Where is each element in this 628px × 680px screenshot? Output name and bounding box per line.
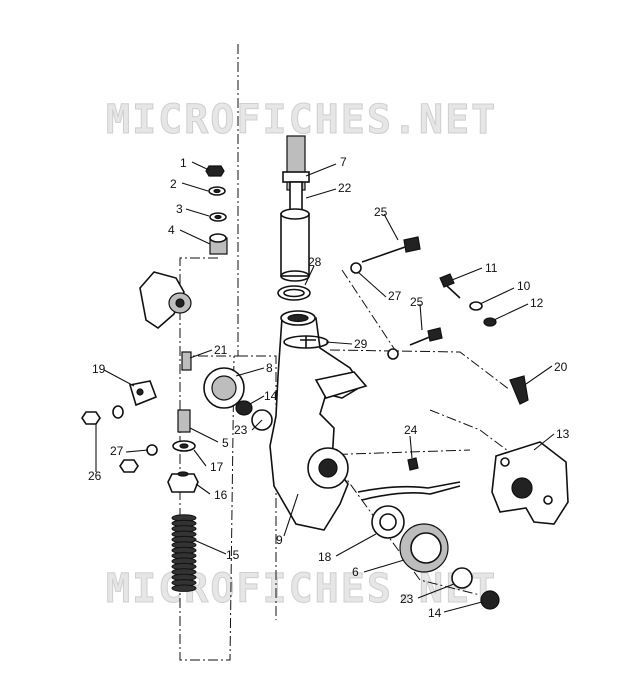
mount-bracket — [139, 271, 192, 330]
o-ring-23-lower — [451, 567, 473, 589]
key-20 — [509, 375, 529, 405]
callout-14-upper: 14 — [264, 389, 278, 403]
callout-15: 15 — [226, 548, 240, 562]
bushing-4 — [209, 233, 228, 255]
callout-13: 13 — [556, 427, 570, 441]
callout-12: 12 — [530, 296, 544, 310]
bolt-25-lower — [409, 327, 443, 346]
nut-26 — [81, 405, 124, 425]
nut-16 — [167, 471, 199, 493]
bolt-24 — [407, 457, 419, 471]
callout-25-top: 25 — [374, 205, 388, 219]
callout-27-right: 27 — [388, 289, 402, 303]
leader-lines — [95, 161, 555, 613]
washer-3 — [209, 212, 227, 222]
pin-21 — [181, 351, 192, 371]
bearing-race-6 — [399, 523, 449, 573]
nut-lower-26 — [119, 459, 139, 473]
bearing-18 — [371, 505, 405, 539]
nut-1 — [205, 165, 225, 177]
alignment-lines — [179, 44, 521, 661]
bolt-11 — [439, 273, 461, 299]
sleeve-5 — [177, 409, 191, 433]
callout-29: 29 — [354, 337, 368, 351]
callout-25-lower: 25 — [410, 295, 424, 309]
callout-19: 19 — [92, 362, 106, 376]
washer-14-upper — [235, 400, 253, 416]
steering-shaft-7 — [282, 135, 310, 211]
tube-22 — [280, 208, 310, 282]
oil-seal-8 — [203, 367, 245, 409]
callout-17: 17 — [210, 460, 224, 474]
callout-labels: 1 2 3 4 7 22 25 28 27 11 10 12 25 21 29 … — [88, 155, 570, 620]
watermark-top: MICROFICHES.NET — [106, 97, 497, 143]
watermark-bottom: MICROFICHES.NET — [106, 566, 497, 612]
seal-28 — [277, 285, 311, 301]
callout-6: 6 — [352, 565, 359, 579]
spring-15 — [171, 514, 197, 592]
callout-23-lower: 23 — [400, 592, 414, 606]
sensor-lead — [357, 481, 461, 501]
washer-27-left — [146, 444, 158, 456]
callout-14-lower: 14 — [428, 606, 442, 620]
callout-9: 9 — [276, 533, 283, 547]
callout-20: 20 — [554, 360, 568, 374]
callout-22: 22 — [338, 181, 352, 195]
callout-2: 2 — [170, 177, 177, 191]
callout-11: 11 — [485, 261, 498, 275]
callout-5: 5 — [222, 436, 229, 450]
washer-27 — [350, 262, 399, 360]
callout-26: 26 — [88, 469, 102, 483]
callout-27-left: 27 — [110, 444, 124, 458]
callout-3: 3 — [176, 202, 183, 216]
bolt-25-top — [361, 236, 421, 263]
callout-16: 16 — [214, 488, 228, 502]
callout-10: 10 — [517, 279, 531, 293]
callout-21: 21 — [214, 343, 228, 357]
callout-23-upper: 23 — [234, 423, 248, 437]
washers-10-12 — [469, 301, 497, 327]
callout-8: 8 — [266, 361, 273, 375]
callout-24: 24 — [404, 423, 418, 437]
callout-7: 7 — [340, 155, 347, 169]
callout-4: 4 — [168, 223, 175, 237]
callout-1: 1 — [180, 156, 187, 170]
washer-17 — [172, 440, 196, 452]
brake-caliper-13 — [491, 441, 569, 525]
callout-18: 18 — [318, 550, 332, 564]
bracket-19 — [128, 380, 158, 407]
spindle-housing-9 — [269, 310, 368, 531]
callout-28: 28 — [308, 255, 322, 269]
washer-2 — [208, 186, 226, 196]
spring-coil — [171, 584, 197, 592]
nut-14-lower — [480, 590, 500, 610]
